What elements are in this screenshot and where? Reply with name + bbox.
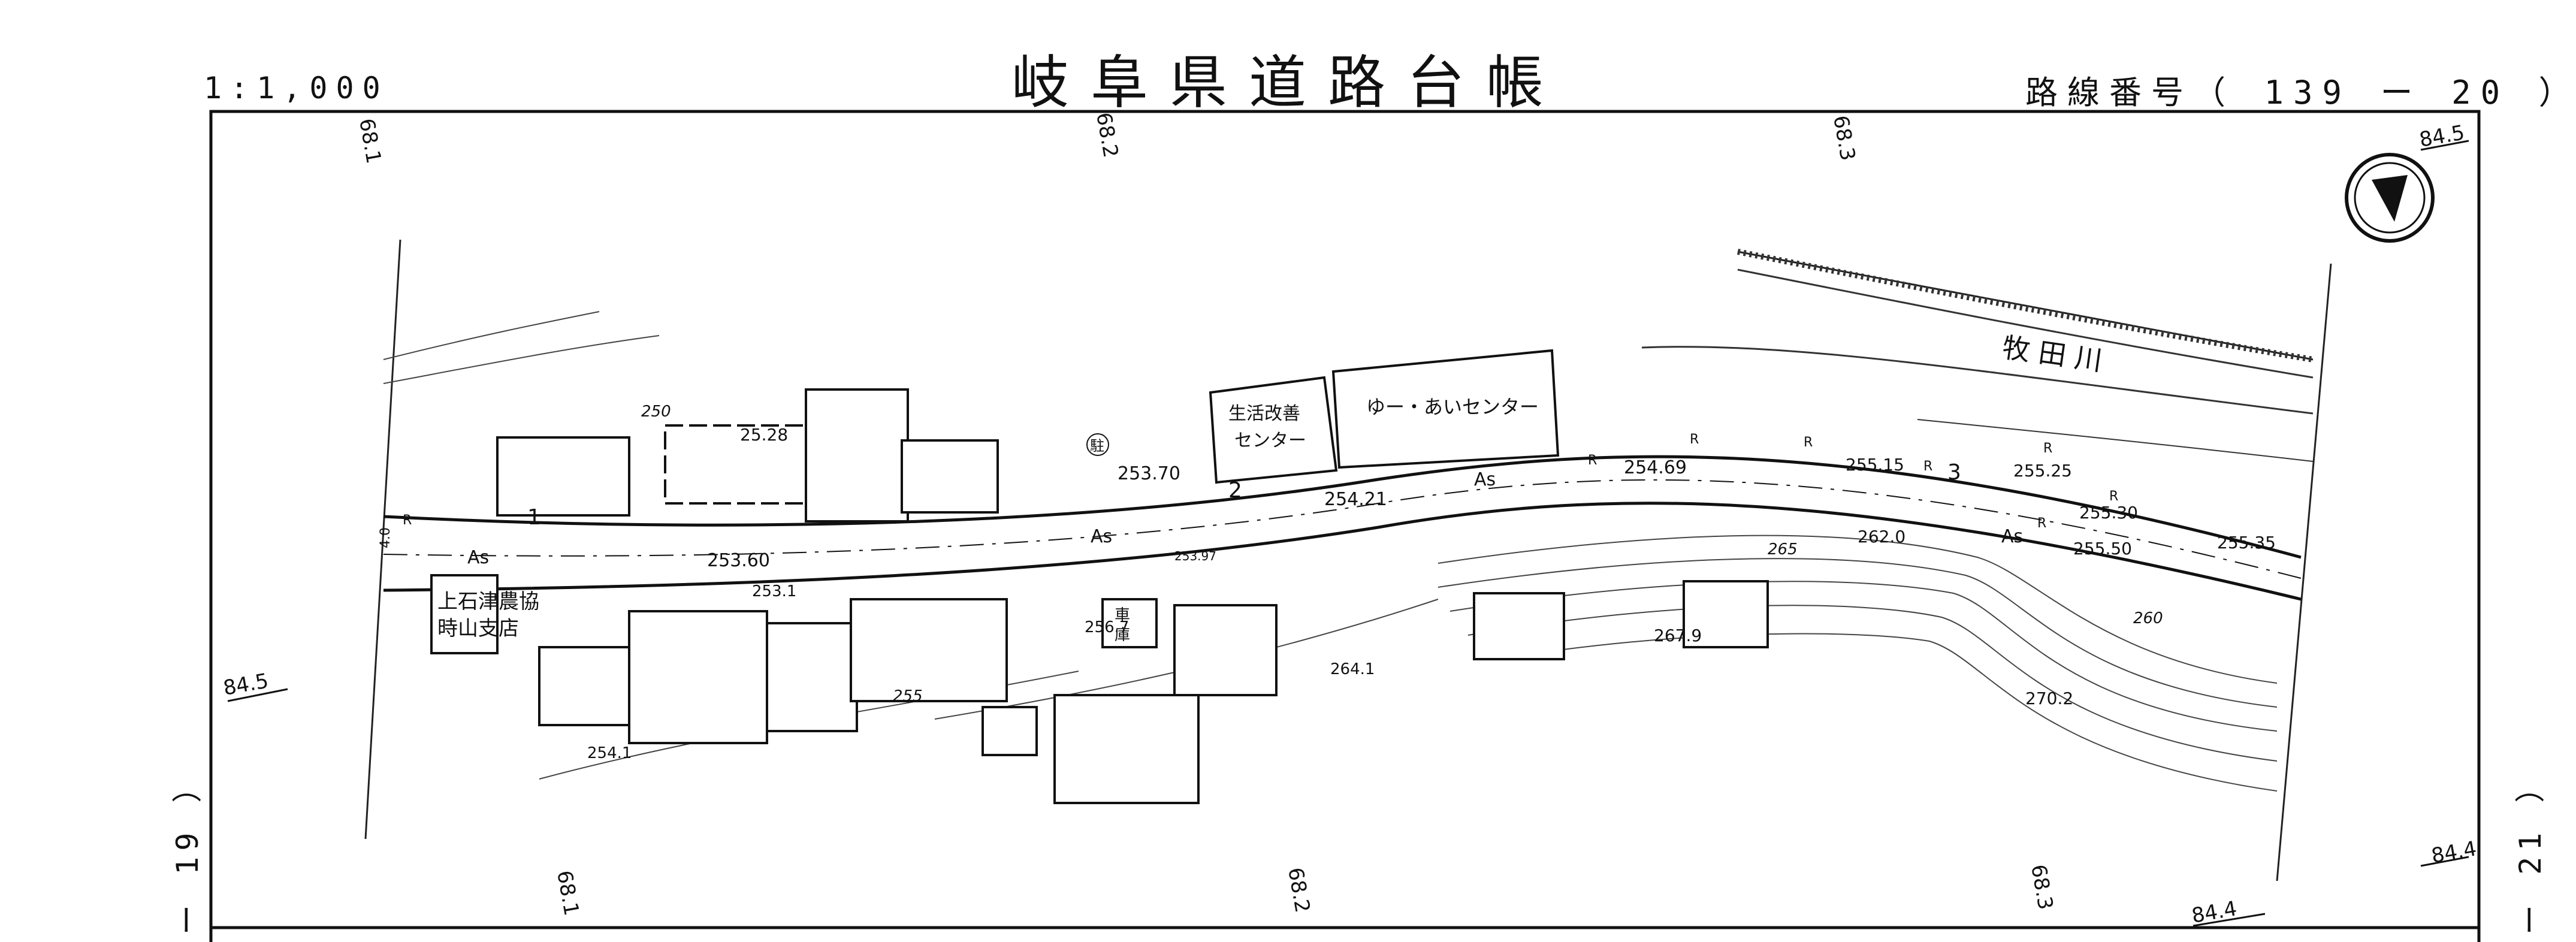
map-frame xyxy=(209,110,2481,942)
elev-13: 262.0 xyxy=(1858,527,1905,547)
grid-left-mid: 84.5 xyxy=(222,669,270,701)
curb-r-1: R xyxy=(403,513,412,528)
elev-9: 255.25 xyxy=(2013,461,2072,481)
curb-r-7: R xyxy=(2109,489,2118,504)
shako-label-1: 車 xyxy=(1115,606,1130,624)
route-number: 路線番号（ 139 ー 20 ） xyxy=(2025,74,2576,111)
elev-1: 25.28 xyxy=(740,425,788,445)
grid-top-3: 68.3 xyxy=(1828,114,1860,162)
surface-as-4: As xyxy=(2001,526,2023,547)
grid-right-top: 84.5 xyxy=(2418,120,2466,152)
grid-bottom-right: 84.4 xyxy=(2190,896,2239,928)
curb-r-8: R xyxy=(2037,516,2046,531)
elev-17: 254.1 xyxy=(587,744,632,762)
building xyxy=(496,436,630,517)
building xyxy=(664,424,816,505)
elev-5: 253.97 xyxy=(1174,549,1216,563)
grid-bottom-2: 68.2 xyxy=(1283,866,1315,914)
sheet-ref-right: ー 21 ） xyxy=(2513,767,2548,935)
center-label: ゆー・あいセンター xyxy=(1366,395,1539,418)
elev-15: 264.1 xyxy=(1330,660,1375,678)
contour-250: 250 xyxy=(641,403,671,421)
building xyxy=(1053,694,1200,804)
river-bank xyxy=(1641,249,2314,462)
building xyxy=(1173,604,1278,696)
map-title: 岐阜県道路台帳 xyxy=(1011,49,1565,116)
building xyxy=(1683,580,1769,648)
elev-7: 254.69 xyxy=(1624,457,1687,478)
survey-point-3: 3 xyxy=(1947,460,1961,485)
surface-as-2: As xyxy=(1091,526,1112,547)
curb-r-3: R xyxy=(1690,432,1699,447)
noukyo-label-2: 時山支店 xyxy=(437,617,519,641)
surface-as-3: As xyxy=(1474,469,1496,490)
contour-260: 260 xyxy=(2133,609,2163,627)
survey-point-1: 1 xyxy=(527,505,541,530)
grid-top-2: 68.2 xyxy=(1091,111,1123,159)
scale-label: 1:1,000 xyxy=(204,71,389,105)
contour-265: 265 xyxy=(1768,541,1798,558)
north-arrow-icon xyxy=(2345,153,2435,243)
curb-r-5: R xyxy=(1923,459,1932,474)
elev-6: 254.21 xyxy=(1324,489,1387,510)
sheet-ref-left: ー 19 ） xyxy=(170,767,205,935)
buildings xyxy=(430,349,1769,804)
grid-bottom-1: 68.1 xyxy=(552,869,584,917)
road-width: 4.0 xyxy=(378,527,393,548)
building xyxy=(982,706,1038,756)
building-center xyxy=(1331,349,1560,469)
elev-10: 255.30 xyxy=(2079,503,2138,523)
elev-2: 253.70 xyxy=(1118,463,1180,484)
surface-as-1: As xyxy=(467,547,489,568)
main-road xyxy=(383,455,2302,601)
building xyxy=(1473,592,1565,660)
elev-11: 255.35 xyxy=(2217,533,2276,552)
building-seikatsu xyxy=(1209,376,1338,484)
building xyxy=(901,439,999,514)
curb-r-4: R xyxy=(1804,435,1813,450)
grid-top-1: 68.1 xyxy=(354,117,386,165)
building xyxy=(850,598,1008,702)
noukyo-label-1: 上石津農協 xyxy=(437,590,539,614)
building xyxy=(538,646,642,726)
building-shako xyxy=(1101,598,1158,648)
building xyxy=(766,622,858,732)
elev-18: 270.2 xyxy=(2025,689,2073,708)
elev-16: 256.7 xyxy=(1085,618,1129,636)
building-noukyo xyxy=(430,574,499,654)
elev-14: 267.9 xyxy=(1654,626,1702,645)
building xyxy=(805,388,909,523)
building xyxy=(628,610,768,744)
elev-12: 255.50 xyxy=(2073,539,2132,558)
grid-bottom-3: 68.3 xyxy=(2026,863,2058,911)
shako-label-2: 庫 xyxy=(1115,626,1130,644)
survey-point-2: 2 xyxy=(1228,478,1242,503)
contour-255: 255 xyxy=(893,687,923,705)
seikatsu-label-2: センター xyxy=(1234,430,1306,451)
curb-r-2: R xyxy=(1588,453,1597,468)
curb-r-6: R xyxy=(2043,441,2052,456)
elev-8: 255.15 xyxy=(1846,455,1904,475)
elev-4: 253.1 xyxy=(752,582,796,600)
elev-3: 253.60 xyxy=(707,550,770,571)
parking-label: 駐 xyxy=(1090,437,1104,454)
seikatsu-label-1: 生活改善 xyxy=(1228,403,1300,424)
